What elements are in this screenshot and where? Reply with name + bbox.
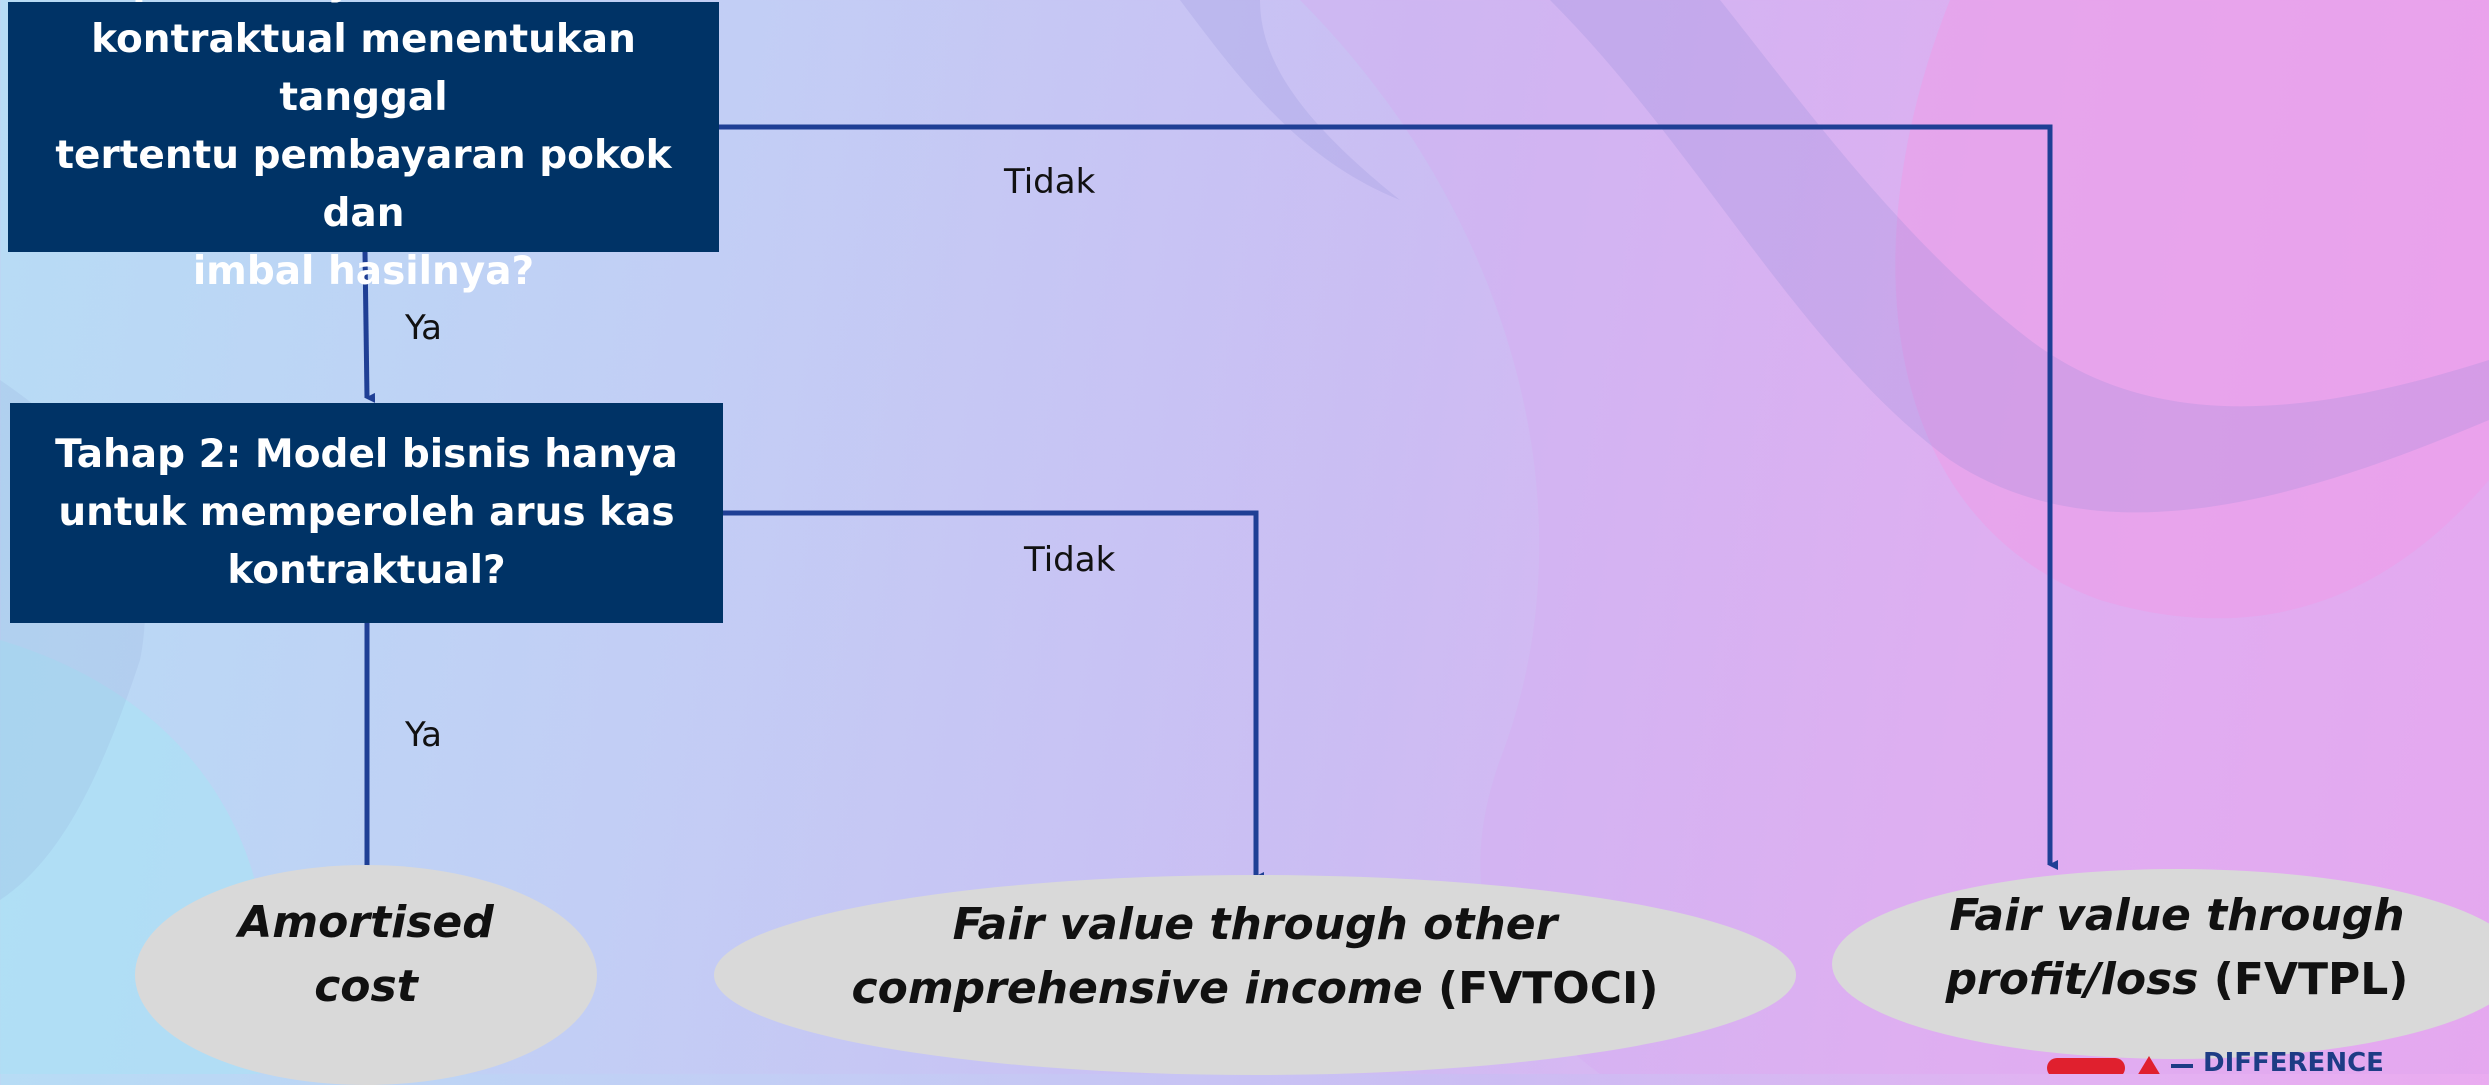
label-yes-step1: Ya: [405, 308, 442, 348]
step2-line: kontraktual?: [227, 548, 506, 593]
result-fvoci: Fair value through other comprehensive i…: [714, 875, 1796, 1075]
amortised-line2: cost: [314, 961, 418, 1012]
connector-step2-to-fvoci: [723, 510, 1264, 882]
brand-logo: DIFFERENCE: [2045, 1050, 2489, 1074]
logo-mark-icon: [2047, 1056, 2193, 1074]
step2-line: untuk memperoleh arus kas: [58, 490, 675, 535]
step2-line: Tahap 2: Model bisnis hanya: [55, 432, 678, 477]
step1-line: kontraktual menentukan tanggal: [91, 17, 636, 120]
label-yes-step2: Ya: [405, 715, 442, 755]
result-fvtpl: Fair value through profit/loss (FVTPL): [1832, 869, 2489, 1059]
step1-box: Tahap 1: Persyaratan arus kas kontraktua…: [8, 0, 719, 294]
amortised-line1: Amortised: [238, 897, 494, 948]
step1-line: tertentu pembayaran pokok dan: [55, 133, 672, 236]
label-no-step1: Tidak: [1004, 162, 1096, 202]
step2-box: Tahap 2: Model bisnis hanya untuk memper…: [10, 403, 723, 623]
fvtpl-abbrev: (FVTPL): [2198, 954, 2409, 1005]
label-no-step2: Tidak: [1024, 540, 1116, 580]
step2-text: Tahap 2: Model bisnis hanya untuk memper…: [55, 426, 678, 600]
fvoci-abbrev: (FVTOCI): [1422, 963, 1659, 1014]
fvoci-line1: Fair value through other: [952, 899, 1558, 950]
fvoci-line2-italic: comprehensive income: [851, 963, 1423, 1014]
connector-step1-to-step2: [362, 251, 376, 403]
logo-text: DIFFERENCE: [2203, 1050, 2384, 1074]
step1-line: Tahap 1: Persyaratan arus kas: [22, 0, 705, 11]
fvtpl-line1: Fair value through: [1949, 890, 2405, 941]
result-amortised-cost: Amortised cost: [135, 865, 597, 1085]
step1-text: Tahap 1: Persyaratan arus kas kontraktua…: [22, 0, 705, 301]
step1-line: imbal hasilnya?: [192, 249, 535, 294]
fvtpl-line2-italic: profit/loss: [1945, 954, 2199, 1005]
connector-step1-to-fvtpl: [719, 124, 2058, 870]
